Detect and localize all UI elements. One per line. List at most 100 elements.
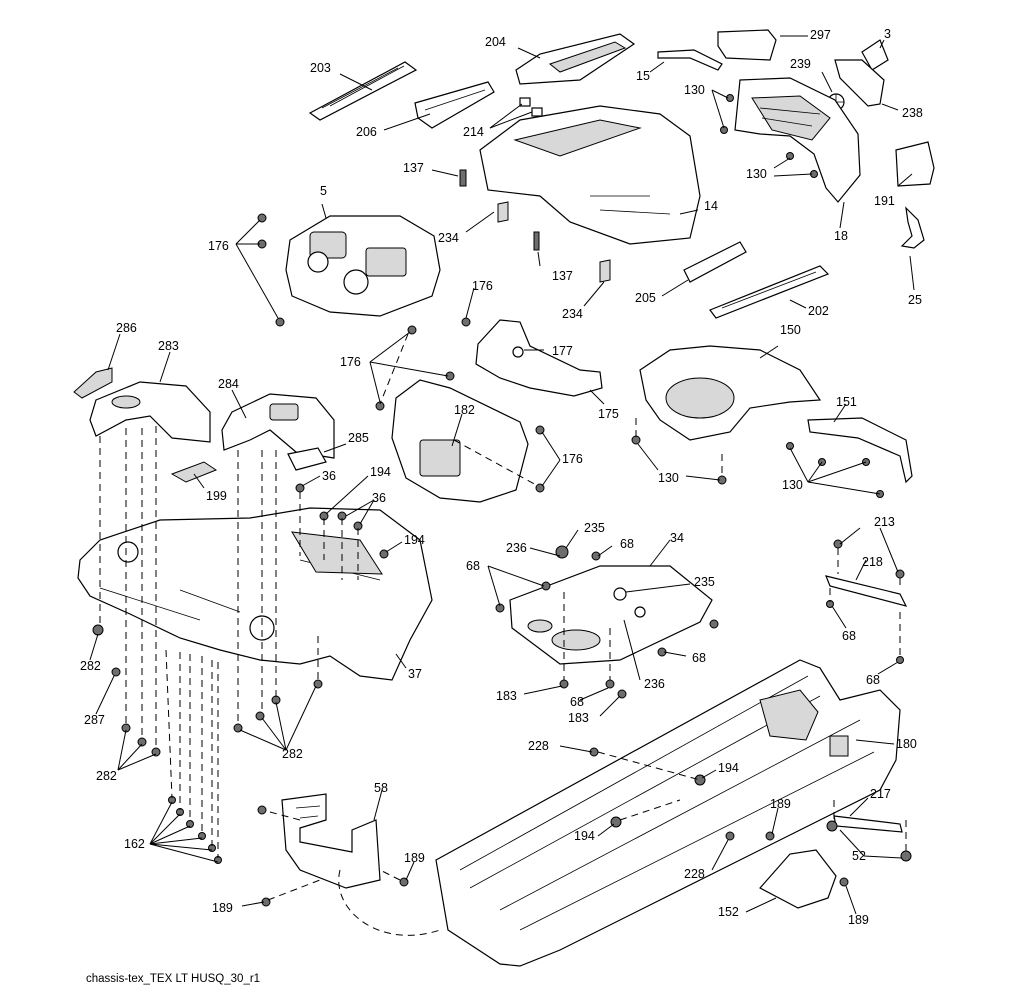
callout-238: 238 — [902, 106, 923, 120]
callout-130: 130 — [746, 167, 767, 181]
callout-287: 287 — [84, 713, 105, 727]
part-151-bracket — [807, 417, 913, 484]
part-25-bracket — [900, 206, 925, 249]
callout-204: 204 — [485, 35, 506, 49]
callout-206: 206 — [356, 125, 377, 139]
callout-176: 176 — [472, 279, 493, 293]
callout-189: 189 — [770, 797, 791, 811]
callout-151: 151 — [836, 395, 857, 409]
part-152-shield — [759, 849, 837, 909]
callout-194: 194 — [574, 829, 595, 843]
part-218-bracket — [825, 575, 908, 607]
callout-36: 36 — [322, 469, 336, 483]
callout-68: 68 — [466, 559, 480, 573]
part-199-pad — [170, 461, 218, 483]
part-18-front-grille — [734, 77, 861, 203]
callout-150: 150 — [780, 323, 801, 337]
callout-189: 189 — [212, 901, 233, 915]
callout-239: 239 — [790, 57, 811, 71]
callout-68: 68 — [692, 651, 706, 665]
part-206-panel — [414, 81, 495, 129]
callout-3: 3 — [884, 27, 891, 41]
callout-297: 297 — [810, 28, 831, 42]
callout-194: 194 — [718, 761, 739, 775]
callout-37: 37 — [408, 667, 422, 681]
callout-234: 234 — [562, 307, 583, 321]
callout-213: 213 — [874, 515, 895, 529]
part-297-block — [717, 29, 777, 61]
part-3-bracket — [861, 39, 889, 71]
part-137-pin-lower — [533, 231, 540, 251]
callout-284: 284 — [218, 377, 239, 391]
callout-137: 137 — [552, 269, 573, 283]
callout-162: 162 — [124, 837, 145, 851]
callout-5: 5 — [320, 184, 327, 198]
callout-183: 183 — [568, 711, 589, 725]
callout-52: 52 — [852, 849, 866, 863]
callout-176: 176 — [208, 239, 229, 253]
part-177-175-bracket — [475, 319, 603, 397]
part-234-pad-upper — [497, 201, 509, 223]
callout-180: 180 — [896, 737, 917, 751]
callout-68: 68 — [842, 629, 856, 643]
callout-175: 175 — [598, 407, 619, 421]
part-285-lid — [287, 447, 327, 471]
part-204-hood-vent — [515, 33, 636, 85]
callout-218: 218 — [862, 555, 883, 569]
callout-282: 282 — [96, 769, 117, 783]
part-234-pad-lower — [599, 259, 611, 283]
callout-68: 68 — [570, 695, 584, 709]
callout-58: 58 — [374, 781, 388, 795]
callout-286: 286 — [116, 321, 137, 335]
part-286-cover — [73, 367, 113, 399]
part-214-clip — [519, 97, 543, 117]
part-191-block — [895, 141, 935, 187]
callout-36: 36 — [372, 491, 386, 505]
callout-68: 68 — [866, 673, 880, 687]
callout-236: 236 — [644, 677, 665, 691]
part-238-lamp-housing — [834, 59, 885, 107]
callout-25: 25 — [908, 293, 922, 307]
callout-282: 282 — [80, 659, 101, 673]
leader-lines — [89, 35, 915, 915]
part-203-light-bar — [308, 61, 418, 121]
callout-130: 130 — [658, 471, 679, 485]
callout-194: 194 — [370, 465, 391, 479]
callout-191: 191 — [874, 194, 895, 208]
part-205-step — [683, 241, 747, 283]
callout-199: 199 — [206, 489, 227, 503]
callout-152: 152 — [718, 905, 739, 919]
callout-236: 236 — [506, 541, 527, 555]
part-202-grille-strip — [709, 265, 830, 319]
callout-282: 282 — [282, 747, 303, 761]
part-14-hood — [479, 105, 701, 245]
callout-18: 18 — [834, 229, 848, 243]
callout-130: 130 — [782, 478, 803, 492]
part-5-dash-panel — [285, 215, 441, 317]
callout-235: 235 — [584, 521, 605, 535]
callout-labels: 203 204 297 3 15 239 206 214 130 238 137… — [80, 27, 923, 927]
callout-202: 202 — [808, 304, 829, 318]
callout-182: 182 — [454, 403, 475, 417]
diagram-caption: chassis-tex_TEX LT HUSQ_30_r1 — [86, 973, 260, 985]
callout-214: 214 — [463, 125, 484, 139]
part-58-bracket — [281, 793, 381, 889]
callout-137: 137 — [403, 161, 424, 175]
callout-177: 177 — [552, 344, 573, 358]
callout-183: 183 — [496, 689, 517, 703]
callout-228: 228 — [528, 739, 549, 753]
callout-203: 203 — [310, 61, 331, 75]
part-150-seat-pan — [639, 345, 822, 441]
callout-176: 176 — [340, 355, 361, 369]
part-137-pin-top — [459, 169, 467, 187]
assembly-dashed-lines — [99, 333, 907, 936]
callout-189: 189 — [404, 851, 425, 865]
callout-34: 34 — [670, 531, 684, 545]
part-15-strip — [657, 49, 723, 71]
callout-217: 217 — [870, 787, 891, 801]
callout-285: 285 — [348, 431, 369, 445]
callout-205: 205 — [635, 291, 656, 305]
callout-234: 234 — [438, 231, 459, 245]
callout-228: 228 — [684, 867, 705, 881]
